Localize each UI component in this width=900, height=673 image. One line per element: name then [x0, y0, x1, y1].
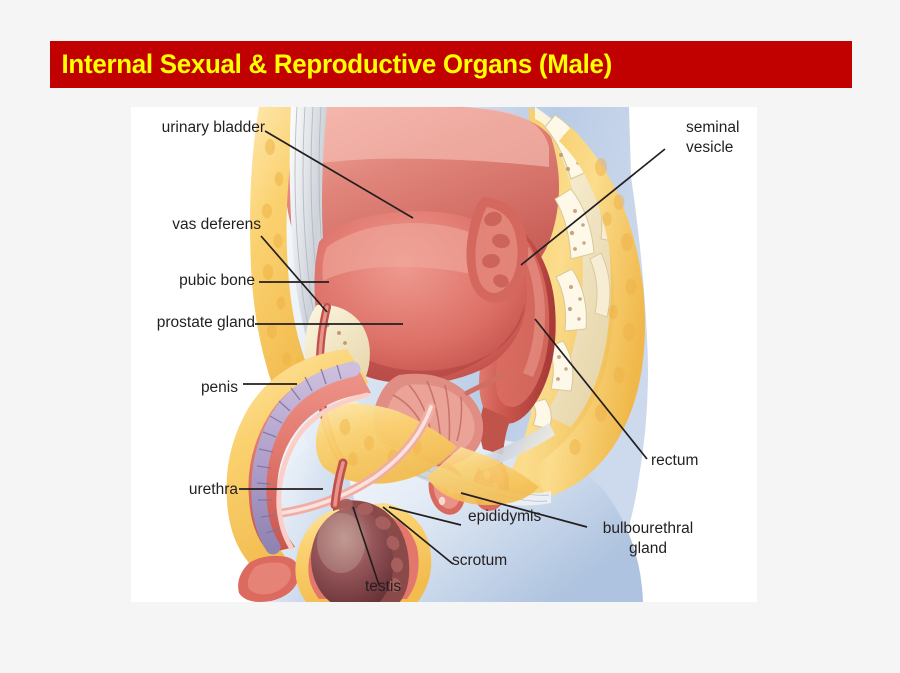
page-title: Internal Sexual & Reproductive Organs (M…: [61, 49, 613, 79]
spermatic-cord: [330, 458, 348, 510]
leader-urinary-bladder: [264, 130, 414, 219]
label-urethra: urethra: [188, 481, 238, 498]
leader-lines: [239, 130, 666, 586]
label-testis: testis: [365, 578, 402, 595]
label-bulbourethral-gland: bulbourethral gland: [588, 519, 708, 559]
leader-epididymis: [388, 506, 462, 526]
leader-seminal-vesicle: [520, 148, 666, 266]
label-seminal-vesicle-line2: vesicle: [686, 139, 734, 156]
leader-bulbourethral: [460, 492, 588, 528]
urethra-organ: [262, 402, 436, 520]
label-penis: penis: [200, 379, 238, 396]
label-scrotum: scrotum: [452, 552, 508, 569]
leader-scrotum: [382, 506, 454, 565]
label-pubic-bone: pubic bone: [179, 272, 255, 289]
leader-rectum: [534, 318, 648, 460]
posterior-fat: [531, 127, 645, 497]
label-seminal-vesicle: seminal vesicle: [686, 118, 786, 158]
label-bulbourethral-gland-line2: gland: [629, 540, 667, 557]
seminal-vesicle-organ: [466, 197, 528, 303]
anatomy-figure-panel: [131, 107, 757, 602]
label-seminal-vesicle-line1: seminal: [686, 119, 740, 136]
label-bulbourethral-gland-line1: bulbourethral: [602, 520, 694, 537]
anatomy-illustration: [226, 107, 666, 602]
penis-organ: [226, 349, 371, 602]
label-vas-deferens: vas deferens: [172, 216, 261, 233]
leader-testis: [352, 506, 380, 586]
label-urinary-bladder: urinary bladder: [161, 119, 265, 136]
abdominal-wall-fat: [250, 107, 317, 407]
label-epididymis: epididymis: [468, 508, 542, 525]
title-banner: Internal Sexual & Reproductive Organs (M…: [50, 41, 852, 88]
epididymis-organ: [333, 498, 410, 602]
label-prostate-gland: prostate gland: [156, 314, 255, 331]
leader-vas-deferens: [260, 235, 328, 313]
label-rectum: rectum: [651, 452, 699, 469]
